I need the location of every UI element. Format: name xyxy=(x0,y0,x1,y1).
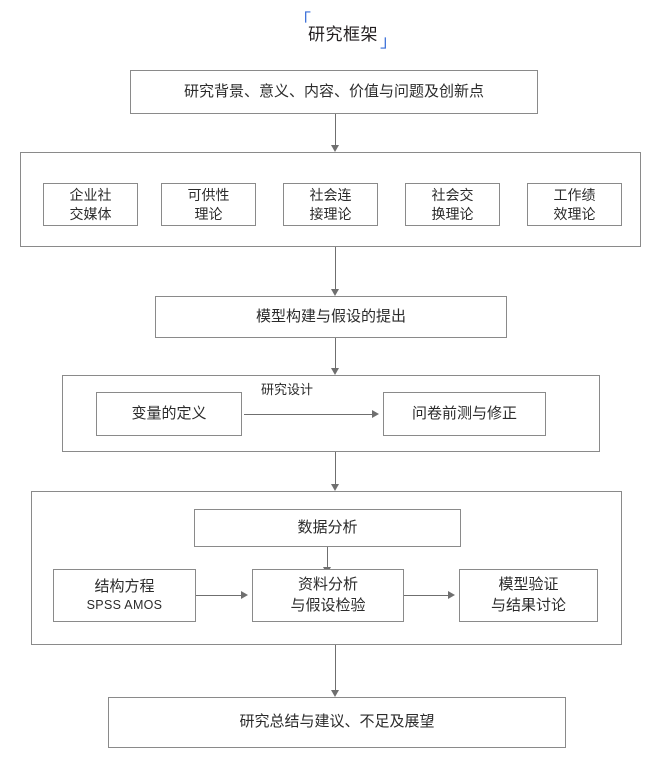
node-theory-2-label: 可供性 理论 xyxy=(187,186,230,222)
arrowhead-variable-to-questionnaire xyxy=(372,409,379,418)
arrowhead-design-to-analysis xyxy=(330,484,339,491)
connector-analysis-to-conclusion xyxy=(335,645,336,690)
arrowhead-sem-to-hypothesis xyxy=(241,590,248,599)
node-model-verification-line1: 模型验证 xyxy=(498,576,559,594)
node-variable-definition[interactable]: 变量的定义 xyxy=(96,392,242,436)
connector-model-to-design xyxy=(335,338,336,368)
node-data-hypothesis-testing-line2: 与假设检验 xyxy=(290,596,366,614)
connector-design-to-analysis xyxy=(335,452,336,484)
node-theory-3[interactable]: 社会连 接理论 xyxy=(283,183,378,226)
connector-background-to-theories xyxy=(335,114,336,145)
node-theory-2[interactable]: 可供性 理论 xyxy=(161,183,256,226)
arrowhead-analysis-to-conclusion xyxy=(330,690,339,697)
node-model-verification-line2: 与结果讨论 xyxy=(490,596,566,614)
node-variable-definition-label: 变量的定义 xyxy=(131,404,207,422)
connector-dataanalysis-to-hypothesis xyxy=(327,547,328,567)
page-title: 「 研究框架 」 xyxy=(258,8,418,54)
node-theory-1[interactable]: 企业社 交媒体 xyxy=(43,183,138,226)
node-theory-1-label: 企业社 交媒体 xyxy=(69,186,112,222)
group-theoretical-foundation: 企业社 交媒体 可供性 理论 社会连 接理论 社会交 换理论 工作绩 xyxy=(20,152,641,247)
node-research-background[interactable]: 研究背景、意义、内容、价值与问题及创新点 xyxy=(130,70,538,114)
node-model-construction-label: 模型构建与假设的提出 xyxy=(255,307,406,325)
node-theory-4[interactable]: 社会交 换理论 xyxy=(405,183,500,226)
arrowhead-background-to-theories xyxy=(330,145,339,152)
page-title-text: 研究框架 xyxy=(308,25,378,44)
node-theory-4-label: 社会交 换理论 xyxy=(431,186,474,222)
node-structural-equation-label: 结构方程 xyxy=(94,577,155,595)
arrowhead-hypothesis-to-verification xyxy=(448,590,455,599)
connector-hypothesis-to-verification xyxy=(404,595,448,596)
node-data-hypothesis-testing[interactable]: 资料分析 与假设检验 xyxy=(252,569,404,622)
node-structural-equation[interactable]: 结构方程 SPSS AMOS xyxy=(53,569,196,622)
bracket-close-icon: 」 xyxy=(380,32,397,52)
arrowhead-theories-to-model xyxy=(330,289,339,296)
node-data-analysis-label: 数据分析 xyxy=(297,518,358,536)
connector-variable-to-questionnaire xyxy=(244,414,372,415)
node-conclusion[interactable]: 研究总结与建议、不足及展望 xyxy=(108,697,566,748)
node-theory-3-label: 社会连 接理论 xyxy=(309,186,352,222)
connector-sem-to-hypothesis xyxy=(196,595,241,596)
node-questionnaire-pretest[interactable]: 问卷前测与修正 xyxy=(383,392,546,436)
node-model-verification[interactable]: 模型验证 与结果讨论 xyxy=(459,569,598,622)
bracket-open-icon: 「 xyxy=(294,11,311,31)
arrowhead-model-to-design xyxy=(330,368,339,375)
node-data-analysis[interactable]: 数据分析 xyxy=(194,509,461,547)
connector-theories-to-model xyxy=(335,247,336,289)
node-theory-5-label: 工作绩 效理论 xyxy=(553,186,596,222)
node-questionnaire-pretest-label: 问卷前测与修正 xyxy=(411,404,517,422)
group-data-analysis: 数据分析 结构方程 SPSS AMOS 资料分析 与假设检验 模型验证 与结果讨… xyxy=(31,491,622,645)
group-research-design: 研究设计 变量的定义 问卷前测与修正 xyxy=(62,375,600,452)
node-research-background-label: 研究背景、意义、内容、价值与问题及创新点 xyxy=(183,82,484,100)
node-model-construction[interactable]: 模型构建与假设的提出 xyxy=(155,296,507,338)
node-theory-5[interactable]: 工作绩 效理论 xyxy=(527,183,622,226)
research-design-section-label: 研究设计 xyxy=(261,382,314,397)
node-data-hypothesis-testing-line1: 资料分析 xyxy=(297,576,358,594)
node-conclusion-label: 研究总结与建议、不足及展望 xyxy=(239,713,435,731)
node-structural-equation-tools: SPSS AMOS xyxy=(86,598,163,613)
